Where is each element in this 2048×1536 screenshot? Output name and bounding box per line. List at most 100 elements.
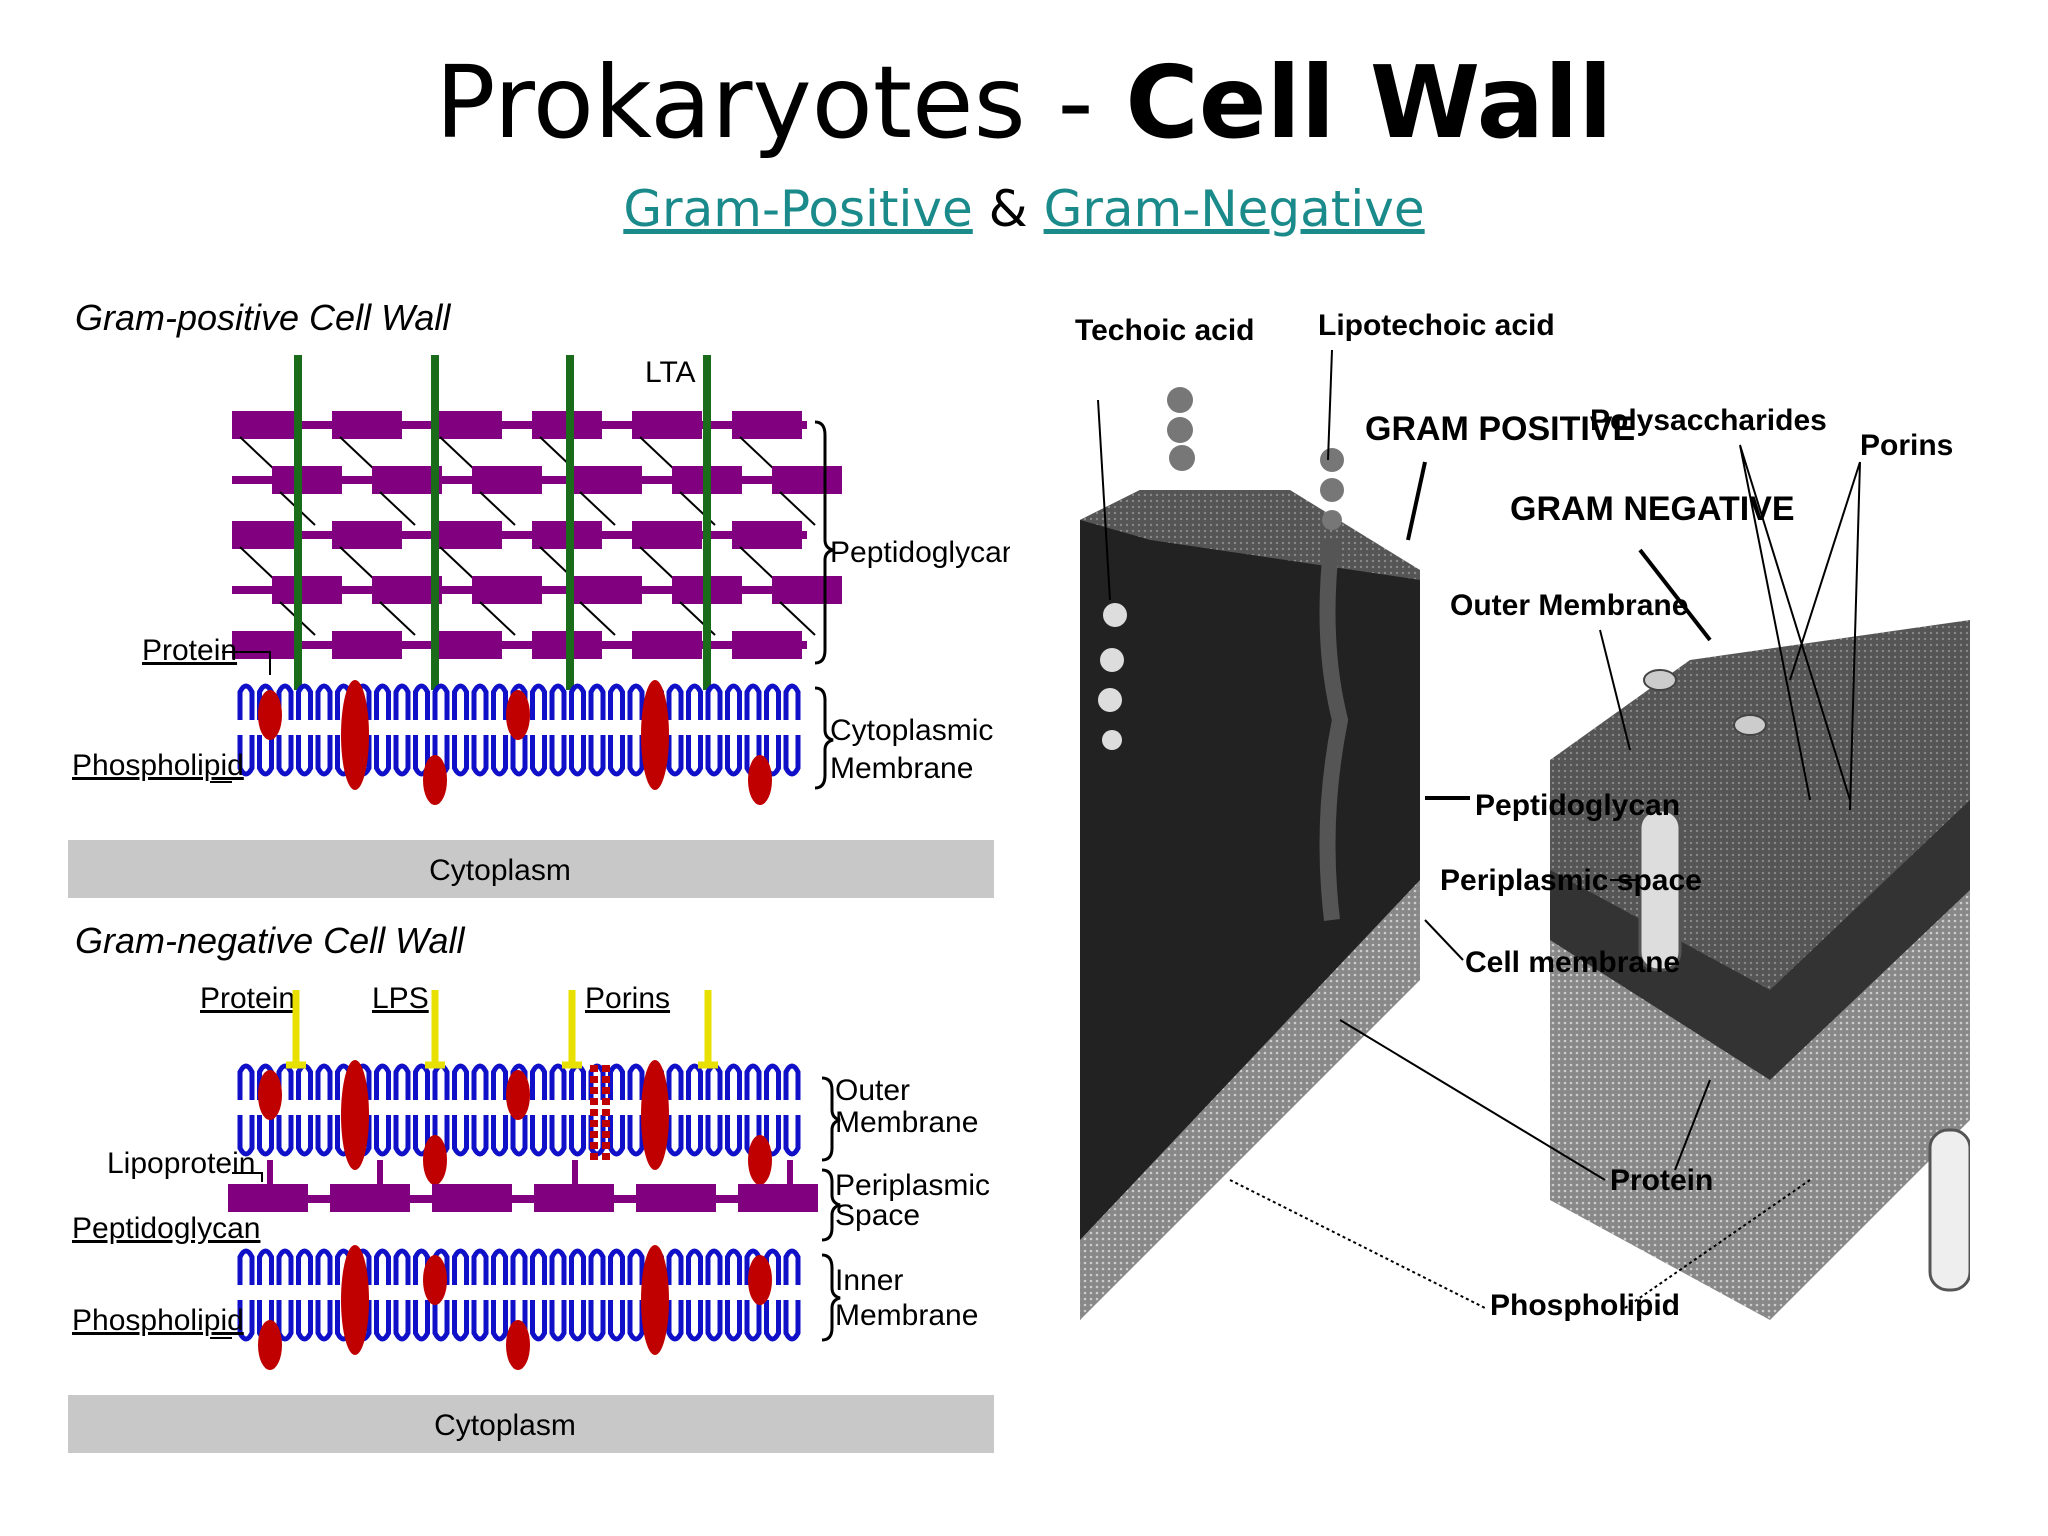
lipid-head-top	[296, 683, 313, 720]
glycan-block	[432, 631, 502, 659]
membrane-protein	[748, 1135, 772, 1185]
cytoplasmic-membrane	[237, 680, 801, 805]
lipid-head-top	[705, 683, 723, 720]
lipid-head-top	[569, 683, 586, 720]
lps-molecule	[698, 990, 718, 1069]
peptidoglycan-label: Peptidoglycan	[830, 536, 1010, 569]
lipid-head-bottom	[588, 1300, 606, 1342]
periplasmic-label-2: Space	[835, 1199, 920, 1232]
lipid-head-top	[374, 1248, 391, 1285]
glycan-block	[732, 521, 802, 549]
lipid-head-top	[686, 1248, 703, 1285]
lipid-head-bottom	[627, 1300, 645, 1342]
lipid-head-bottom	[471, 735, 489, 777]
lipid-head-bottom	[705, 1115, 723, 1157]
lipid-head-top	[588, 683, 606, 720]
glycan-block	[632, 631, 702, 659]
lipid-head-bottom	[393, 735, 411, 777]
membrane-protein	[506, 690, 530, 740]
membrane-protein	[423, 755, 447, 805]
lipid-head-bottom	[530, 735, 547, 777]
membrane-protein	[1928, 1128, 1970, 1292]
peptide-crosslink	[439, 546, 476, 581]
glycan-block	[632, 411, 702, 439]
glycan-block	[772, 466, 842, 494]
lipid-head-bottom	[549, 1115, 567, 1157]
lipid-head-bottom	[452, 1115, 469, 1157]
lipid-head-bottom	[549, 735, 567, 777]
lipid-head-top	[237, 1248, 255, 1285]
gram-negative-link[interactable]: Gram-Negative	[1043, 180, 1425, 238]
gram-negative-heading: Gram-negative Cell Wall	[75, 920, 465, 961]
lipid-head-bottom	[432, 1300, 450, 1342]
lipid-head-top	[471, 1248, 489, 1285]
cytoplasmic-brace	[814, 686, 834, 790]
lipid-head-bottom	[237, 735, 255, 777]
gn-glycan-block	[534, 1184, 614, 1212]
lipotechoic-acid-beads	[1319, 448, 1349, 921]
peptide-crosslink	[579, 601, 616, 636]
gn-protein-label: Protein	[200, 982, 295, 1015]
lipid-head-top	[725, 1063, 742, 1100]
inner-label-2: Membrane	[835, 1299, 978, 1332]
gn-glycan-block	[330, 1184, 410, 1212]
lipid-head-top	[764, 1248, 781, 1285]
inner-brace	[821, 1253, 841, 1342]
glycan-block	[732, 411, 802, 439]
lipid-head-bottom	[276, 735, 294, 777]
peptide-crosslink	[339, 436, 376, 471]
peptide-crosslink	[439, 436, 476, 471]
lipid-head-bottom	[393, 1300, 411, 1342]
glycan-block	[272, 466, 342, 494]
lipid-head-top	[608, 683, 625, 720]
peptidoglycan-3d-label: Peptidoglycan	[1475, 789, 1680, 822]
lipid-head-top	[783, 1248, 801, 1285]
periplasmic-brace	[821, 1168, 841, 1242]
lipid-head-top	[315, 1248, 333, 1285]
lipid-head-top	[374, 683, 391, 720]
membrane-protein	[341, 680, 369, 790]
porin-subunit	[602, 1120, 610, 1127]
lipid-head-bottom	[296, 735, 313, 777]
peptide-crosslink	[239, 546, 276, 581]
membrane-protein	[506, 1320, 530, 1370]
lipid-head-bottom	[530, 1300, 547, 1342]
lipid-head-top	[276, 683, 294, 720]
gram-positive-link[interactable]: Gram-Positive	[623, 180, 973, 238]
lipid-head-top	[530, 1248, 547, 1285]
lipid-head-bottom	[686, 1300, 703, 1342]
lipid-head-bottom	[608, 735, 625, 777]
techoic-acid-label: Techoic acid	[1075, 314, 1255, 347]
lipid-head-top	[491, 1063, 508, 1100]
lipid-head-top	[471, 1063, 489, 1100]
glycan-block	[232, 411, 302, 439]
lipid-head-top	[452, 1248, 469, 1285]
lipoprotein-arrow	[232, 1172, 263, 1182]
lipid-head-bottom	[783, 735, 801, 777]
glycan-block	[272, 576, 342, 604]
lipid-head-bottom	[510, 1115, 528, 1157]
lipid-head-bottom	[257, 735, 274, 777]
peptide-crosslink	[779, 601, 816, 636]
3d-cell-wall-figure: Techoic acid Lipotechoic acid GRAM POSIT…	[1075, 309, 1970, 1322]
lipid-head-bottom	[530, 1115, 547, 1157]
lta-strands	[294, 355, 711, 690]
lipid-head-bottom	[374, 1300, 391, 1342]
lipid-head-bottom	[471, 1300, 489, 1342]
glycan-block	[572, 576, 642, 604]
lipid-head-top	[491, 1248, 508, 1285]
lipid-head-top	[237, 1063, 255, 1100]
lipid-head-bottom	[783, 1300, 801, 1342]
porins-label: Porins	[585, 982, 670, 1015]
glycan-block	[332, 631, 402, 659]
lipid-head-top	[296, 1248, 313, 1285]
lipid-head-bottom	[588, 735, 606, 777]
peptide-crosslink	[779, 491, 816, 526]
porin-subunit	[590, 1153, 598, 1160]
lipid-head-bottom	[471, 1115, 489, 1157]
porin-subunit	[590, 1065, 598, 1072]
porin-top-2	[1733, 714, 1767, 736]
glycan-block	[472, 466, 542, 494]
lipid-head-top	[608, 1063, 625, 1100]
membrane-protein	[341, 1060, 369, 1170]
